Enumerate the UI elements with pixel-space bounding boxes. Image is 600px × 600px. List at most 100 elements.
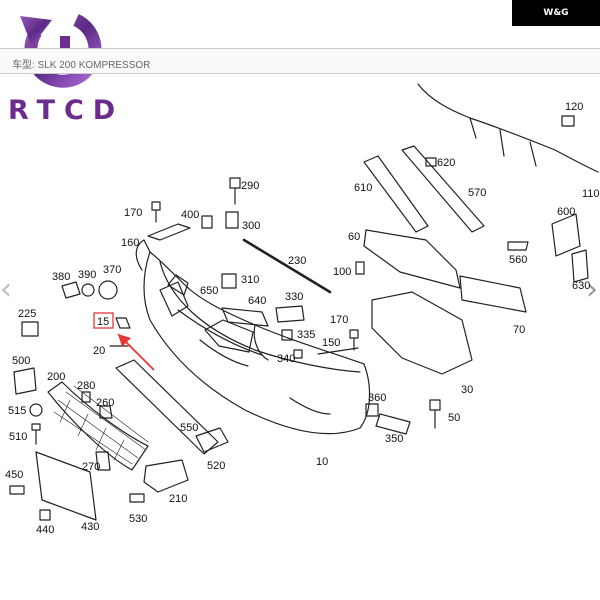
part-label: 10 [316,456,328,468]
part-label: 310 [241,274,259,286]
cover-640-shape [221,307,269,327]
part-label: 150 [322,337,340,349]
clip-260-shape [99,405,113,419]
brand-watermark: W&G [512,0,600,26]
bracket-160-shape [147,223,191,241]
carrier-60-shape [363,229,461,289]
next-image-button[interactable]: › [586,272,598,307]
part-label: 630 [572,280,590,292]
part-label: 520 [207,460,225,472]
cover-600-shape [551,213,581,257]
lamp-grille-210-shape [143,459,189,493]
part-label: 200 [47,371,65,383]
part-label: 335 [297,329,315,341]
part-label: 440 [36,524,54,536]
part-labels: 10 15 20 30 50 60 70 100 110 120 150 160… [5,101,600,536]
fog-lamp-380-shape [61,281,81,299]
trim-520-shape [195,427,229,453]
logo-text: RTCD [8,95,125,126]
part-label: 600 [557,206,575,218]
part-label: 620 [437,157,455,169]
part-label: 640 [248,295,266,307]
wiring-harness-120-shape [417,83,599,173]
harness-branch-shape [469,117,537,167]
license-plate-base-shape [35,451,97,521]
lamp-370-shape [98,280,118,300]
bracket-570-shape [401,145,485,233]
part-label: 120 [565,101,583,113]
sleeve-300-shape [225,211,239,229]
chevron-left-icon: ‹ [0,272,12,307]
part-label: 70 [513,324,525,336]
screw-400-shape [201,215,213,229]
screw-440-shape [39,509,51,521]
part-label: 610 [354,182,372,194]
chevron-right-icon: › [586,272,598,307]
part-label: 280 [77,380,95,392]
grille-200-shape [47,381,149,471]
bracket-330-shape [275,305,305,323]
highlight-part-15 [93,312,155,371]
part-label: 400 [181,209,199,221]
part-label: 340 [277,353,295,365]
part-label: 550 [180,422,198,434]
clip-620-shape [425,157,437,167]
part-label: 30 [461,384,473,396]
part-label: 350 [385,433,403,445]
clip-280-shape [81,391,91,403]
part-label: 370 [103,264,121,276]
part-label: 15 [97,316,109,328]
washer-515-shape [29,403,43,417]
part-label: 430 [81,521,99,533]
part-label: 300 [242,220,260,232]
part-label: 515 [8,405,26,417]
part-label: 230 [288,255,306,267]
part-label: 390 [78,269,96,281]
brand-watermark-text: W&G [543,8,569,18]
title-bar [0,48,600,74]
part-label: 290 [241,180,259,192]
bracket-350-shape [375,413,411,435]
part-label: 170 [330,314,348,326]
front-bumper-cover-shape [135,239,371,435]
part-label: 100 [333,266,351,278]
screw-360-shape [365,403,379,417]
spoiler-550-shape [115,359,219,455]
clip-335-shape [281,329,293,341]
part-label: 50 [448,412,460,424]
screw-170b-shape [349,329,359,351]
prev-image-button[interactable]: ‹ [0,272,12,307]
clip-225-shape [21,321,39,337]
part-label: 110 [582,188,600,200]
clip-310-shape [221,273,237,289]
bracket-610-shape [363,155,429,233]
part-label: 650 [200,285,218,297]
clip-530-shape [129,493,145,503]
part-label: 170 [124,207,142,219]
trim-630-shape [571,249,589,283]
part-label: 330 [285,291,303,303]
bracket-560-shape [507,241,529,251]
part-label: 360 [368,392,386,404]
part-label: 225 [18,308,36,320]
page-title: 车型: SLK 200 KOMPRESSOR [12,60,151,71]
screw-510-shape [31,423,41,445]
screw-450-shape [9,485,25,495]
part-label: 260 [96,397,114,409]
connector-120-shape [561,115,575,127]
support-rod-shape [242,238,332,294]
part-label: 20 [93,345,105,357]
screw-50-shape [429,399,441,429]
part-label: 530 [129,513,147,525]
part-label: 270 [82,461,100,473]
part-label: 510 [9,431,27,443]
grille-insert-270-shape [95,451,111,471]
part-label: 160 [121,237,139,249]
part-label: 210 [169,493,187,505]
screw-290-shape [229,177,241,205]
clip-15-shape [115,317,131,329]
bracket-30-shape [371,291,473,375]
part-label: 450 [5,469,23,481]
